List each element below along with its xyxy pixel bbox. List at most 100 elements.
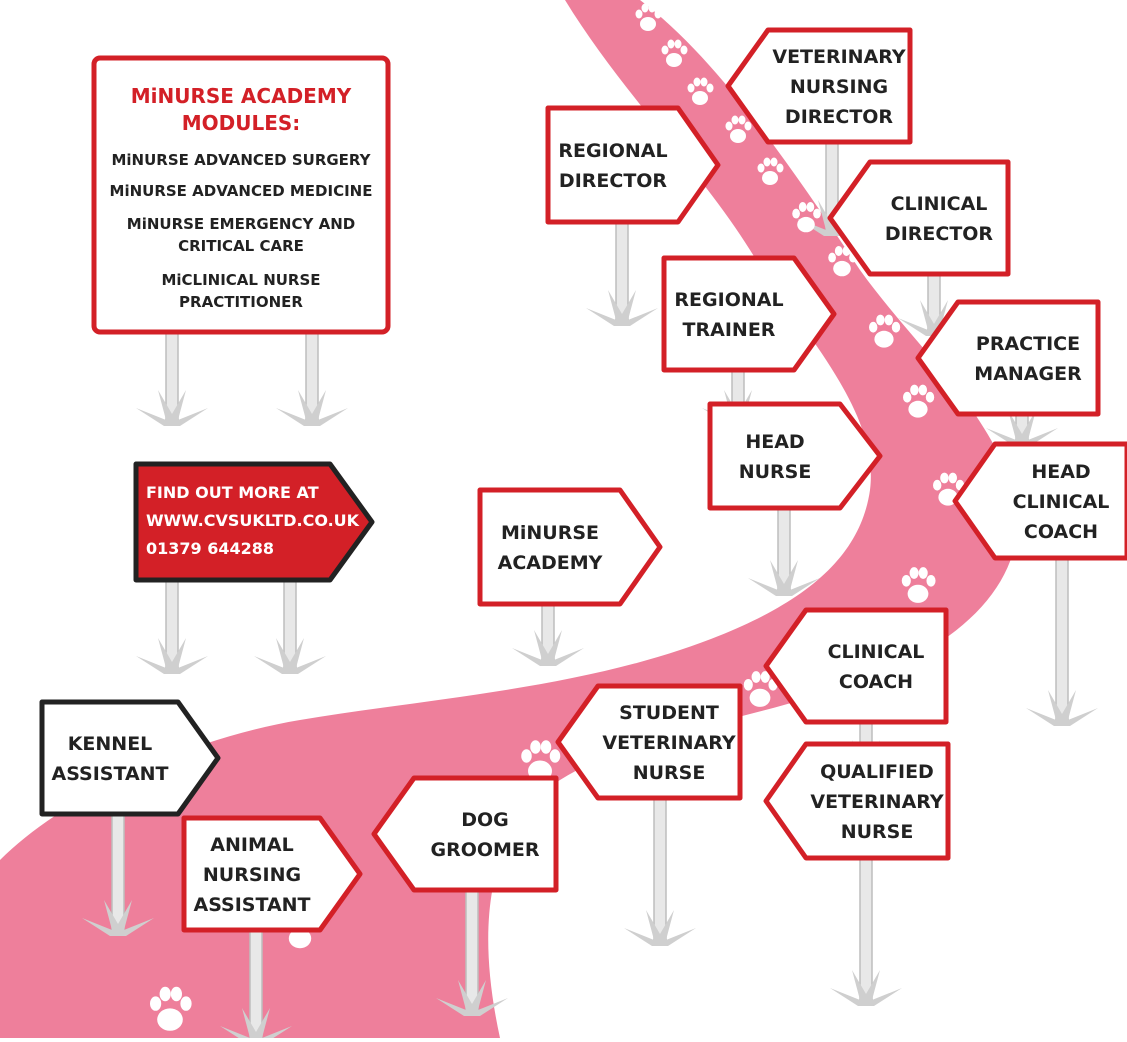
sign-label: COACH [1024, 521, 1098, 543]
grass-tuft [830, 970, 902, 1006]
sign-kennel-assistant[interactable]: KENNEL ASSISTANT [39, 699, 221, 817]
sign-label: ASSISTANT [193, 894, 310, 916]
sign-panel [555, 683, 743, 801]
board-post [136, 579, 208, 674]
grass-tuft [82, 900, 154, 936]
sign-label: MiNURSE [501, 522, 599, 544]
sign-label: VETERINARY [772, 46, 906, 68]
contact-sign-panel [133, 461, 375, 583]
sign-head-clinical-coach[interactable]: HEAD CLINICAL COACH [952, 441, 1127, 561]
sign-clinical-coach[interactable]: CLINICAL COACH [763, 607, 949, 725]
sign-label: NURSE [841, 821, 914, 843]
sign-panel [952, 441, 1127, 561]
grass-tuft [136, 390, 208, 426]
sign-veterinary-nursing-director[interactable]: VETERINARY NURSING DIRECTOR [725, 27, 913, 145]
sign-label: COACH [839, 671, 913, 693]
sign-panel [763, 607, 949, 725]
sign-label: KENNEL [68, 733, 153, 755]
grass-tuft [136, 638, 208, 674]
sign-label: ANIMAL [210, 834, 293, 856]
module-item: PRACTITIONER [179, 293, 303, 311]
module-item: MiCLINICAL NURSE [161, 271, 320, 289]
board-post [136, 331, 208, 426]
sign-panel [763, 741, 951, 861]
sign-label: REGIONAL [674, 289, 783, 311]
pole [465, 889, 479, 1011]
pole [653, 797, 667, 941]
sign-minurse-academy[interactable]: MiNURSE ACADEMY [477, 487, 663, 607]
career-signs: VETERINARYNURSINGDIRECTORREGIONALDIRECTO… [39, 27, 1127, 933]
sign-label: DIRECTOR [559, 170, 668, 192]
sign-panel [181, 815, 363, 933]
grass-tuft [748, 560, 820, 596]
grass-tuft [1026, 690, 1098, 726]
sign-panel [827, 159, 1011, 277]
sign-label: CLINICAL [1013, 491, 1110, 513]
sign-label: CLINICAL [828, 641, 925, 663]
sign-panel [39, 699, 221, 817]
paw-print-icon [661, 39, 688, 67]
sign-panel [477, 487, 663, 607]
paw-print-icon [792, 202, 821, 233]
contact-sign[interactable]: FIND OUT MORE AT WWW.CVSUKLTD.CO.UK 0137… [133, 461, 375, 583]
sign-label: QUALIFIED [820, 761, 934, 783]
sign-post [624, 797, 696, 946]
module-item: CRITICAL CARE [178, 237, 304, 255]
sign-label: STUDENT [619, 702, 719, 724]
sign-animal-nursing-assistant[interactable]: ANIMAL NURSING ASSISTANT [181, 815, 363, 933]
paw-print-icon [903, 384, 935, 418]
paw-print-icon [687, 77, 714, 105]
grass-tuft [986, 410, 1058, 446]
contact-line-1: FIND OUT MORE AT [146, 483, 319, 502]
contact-phone[interactable]: 01379 644288 [146, 539, 274, 558]
sign-label: CLINICAL [891, 193, 988, 215]
sign-label: ASSISTANT [51, 763, 168, 785]
sign-label: NURSING [203, 864, 301, 886]
pole [615, 221, 629, 321]
modules-board: MiNURSE ACADEMY MODULES: MiNURSE ADVANCE… [91, 55, 391, 335]
contact-website[interactable]: WWW.CVSUKLTD.CO.UK [146, 511, 360, 530]
grass-tuft [624, 910, 696, 946]
modules-board-panel [91, 55, 391, 335]
sign-head-nurse[interactable]: HEAD NURSE [707, 401, 883, 511]
sign-label: NURSE [633, 762, 706, 784]
pole [249, 929, 263, 1039]
sign-panel [661, 255, 837, 373]
sign-label: DIRECTOR [785, 106, 894, 128]
paw-print-icon [150, 986, 192, 1031]
module-item: MiNURSE EMERGENCY AND [127, 215, 355, 233]
paw-print-icon [901, 567, 936, 603]
sign-panel [371, 775, 559, 893]
sign-label: DOG [461, 809, 509, 831]
sign-panel [545, 105, 721, 225]
sign-post [586, 221, 658, 326]
board-post [254, 579, 326, 674]
grass-tuft [512, 630, 584, 666]
sign-label: NURSE [739, 461, 812, 483]
modules-title-line-1: MiNURSE ACADEMY [131, 84, 352, 108]
pole [859, 857, 873, 1001]
sign-post [748, 507, 820, 596]
sign-label: HEAD [1031, 461, 1090, 483]
sign-post [512, 603, 584, 666]
paw-print-icon [869, 314, 901, 348]
paw-print-icon [725, 115, 752, 143]
sign-label: ACADEMY [498, 552, 603, 574]
sign-label: NURSING [790, 76, 888, 98]
sign-label: HEAD [745, 431, 804, 453]
sign-panel [915, 299, 1101, 417]
pole [1055, 557, 1069, 721]
modules-title-line-2: MODULES: [182, 111, 301, 135]
grass-tuft [254, 638, 326, 674]
pole [165, 331, 179, 421]
sign-label: MANAGER [974, 363, 1082, 385]
